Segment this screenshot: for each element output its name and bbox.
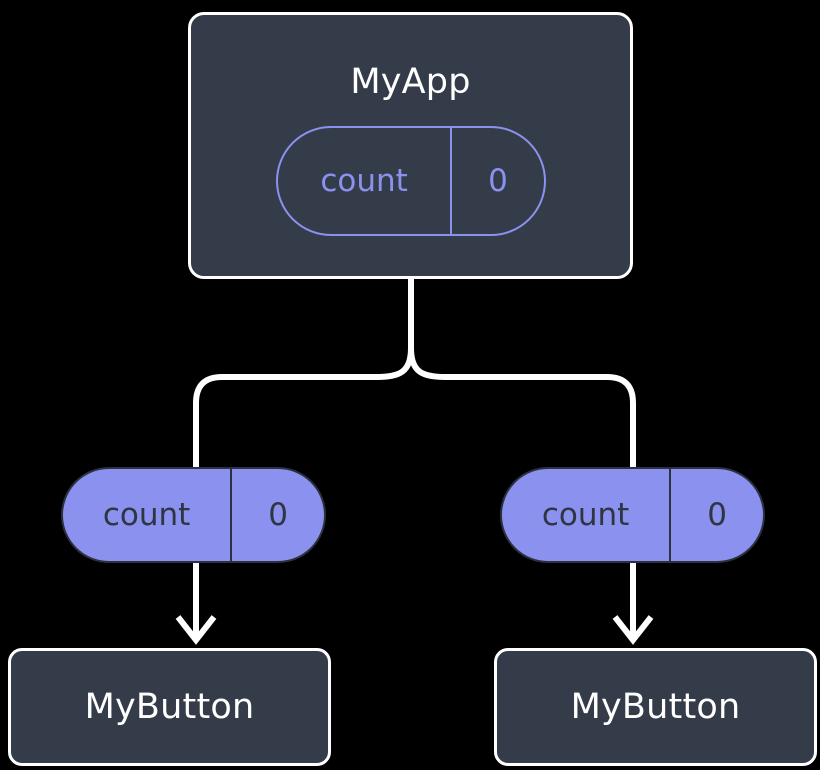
component-node-mybutton-left[interactable]: MyButton (8, 648, 331, 766)
arrowhead-right-icon (612, 615, 654, 645)
component-node-mybutton-right[interactable]: MyButton (494, 648, 817, 766)
state-pill-count[interactable]: count 0 (276, 126, 546, 236)
state-pill-key: count (320, 162, 408, 199)
edge-myapp-to-prop-left (193, 347, 414, 468)
edge-myapp-to-prop-right (408, 347, 636, 468)
prop-pill-key: count (541, 496, 630, 533)
component-title-myapp: MyApp (350, 62, 471, 102)
component-title-mybutton: MyButton (84, 686, 255, 727)
component-title-mybutton: MyButton (570, 686, 741, 727)
prop-pill-count-right[interactable]: count 0 (500, 467, 765, 563)
arrowhead-left-icon (175, 615, 217, 645)
prop-pill-key: count (102, 496, 191, 533)
state-pill-value: 0 (450, 128, 544, 234)
prop-pill-count-left[interactable]: count 0 (61, 467, 326, 563)
prop-pill-value: 0 (669, 469, 763, 561)
prop-pill-value: 0 (230, 469, 324, 561)
